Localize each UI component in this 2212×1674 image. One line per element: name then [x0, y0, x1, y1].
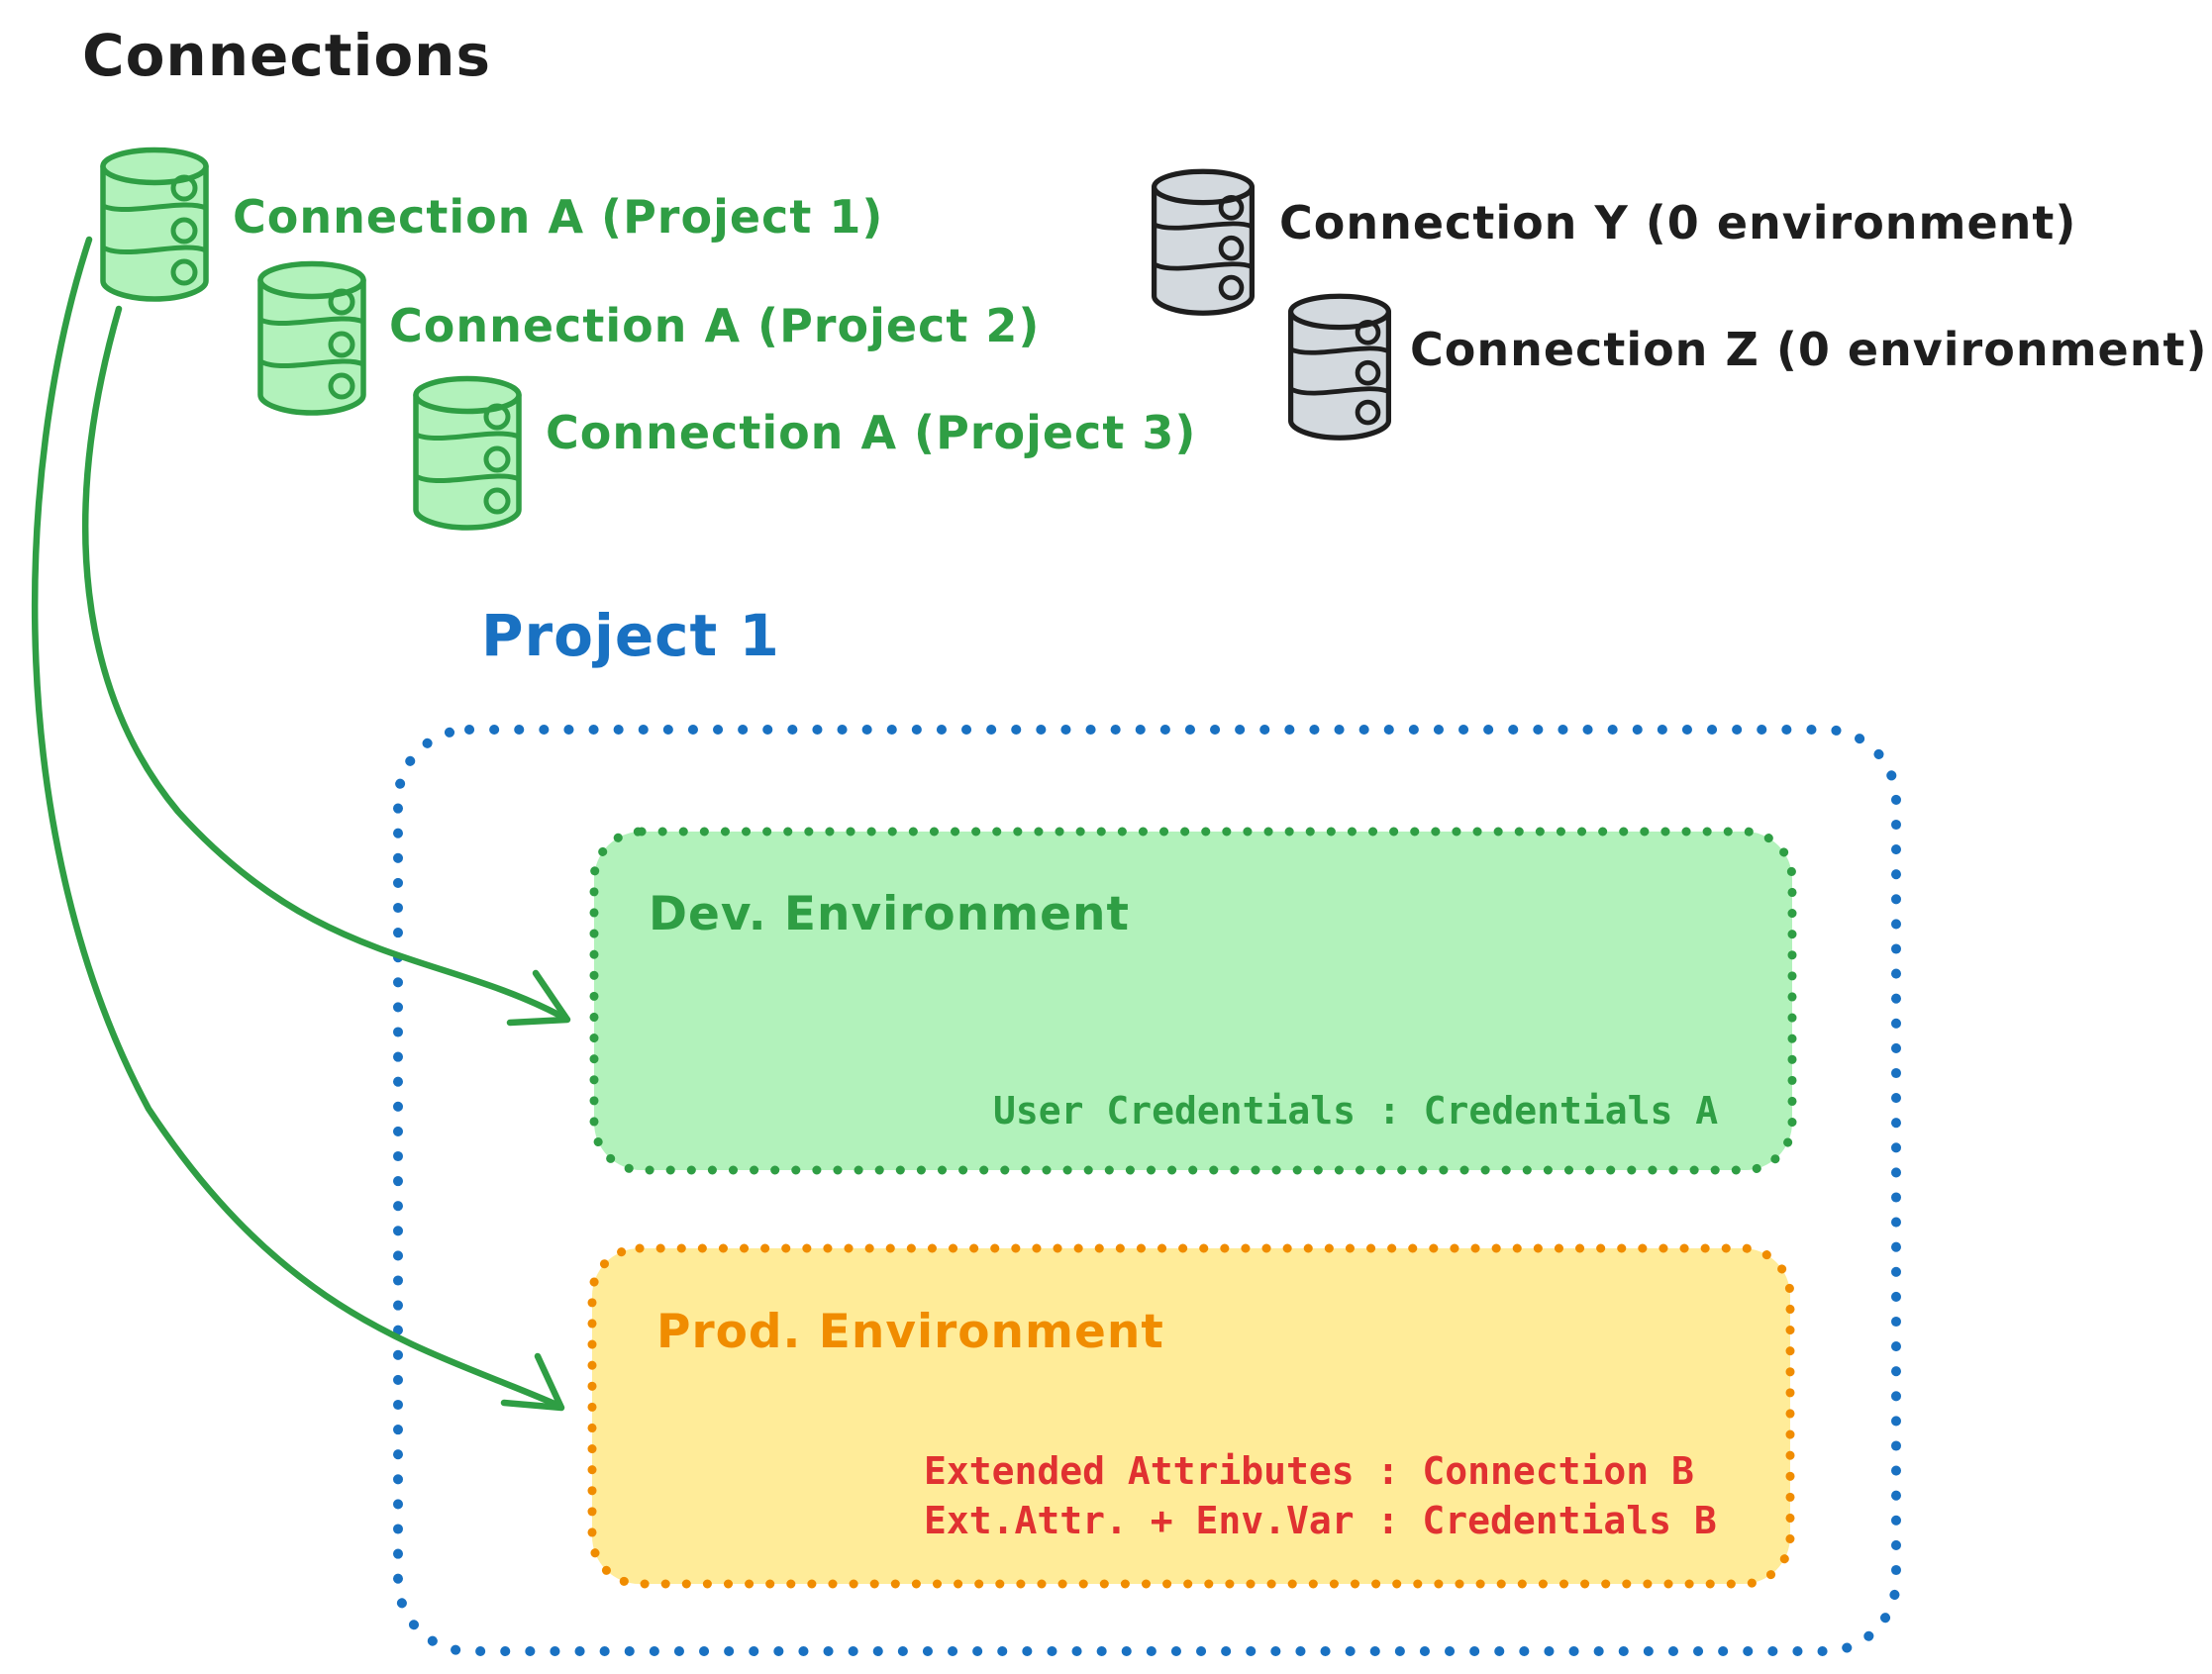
dev-credentials-mapping: User Credentials : Credentials A — [993, 1089, 1719, 1132]
database-icon-connection-a-project-2 — [260, 263, 363, 413]
label-connection-y: Connection Y (0 environment) — [1279, 196, 2077, 249]
arrow-connection-a-to-prod-icon — [31, 236, 565, 1412]
database-icon-connection-z — [1290, 296, 1389, 439]
prod-mapping-extended-attributes: Extended Attributes : Connection B — [924, 1449, 1694, 1493]
dev-environment-box — [589, 827, 1797, 1175]
database-icon-connection-y — [1154, 171, 1253, 314]
label-connection-a-project-1: Connection A (Project 1) — [233, 190, 884, 244]
prod-environment-title: Prod. Environment — [656, 1305, 1164, 1359]
prod-environment-box — [587, 1243, 1795, 1589]
database-icon-connection-a-project-1 — [103, 149, 206, 299]
label-connection-z: Connection Z (0 environment) — [1410, 323, 2208, 376]
database-icon-connection-a-project-3 — [416, 378, 519, 528]
label-connection-a-project-3: Connection A (Project 3) — [546, 406, 1197, 459]
label-connection-a-project-2: Connection A (Project 2) — [389, 299, 1041, 352]
connections-title: Connections — [82, 22, 491, 89]
project-1-title: Project 1 — [481, 602, 780, 669]
project-1-boundary — [393, 725, 1901, 1656]
dev-environment-title: Dev. Environment — [649, 887, 1130, 941]
prod-mapping-ext-attr-env-var: Ext.Attr. + Env.Var : Credentials B — [924, 1499, 1717, 1542]
arrow-connection-a-to-dev-icon — [82, 305, 571, 1027]
